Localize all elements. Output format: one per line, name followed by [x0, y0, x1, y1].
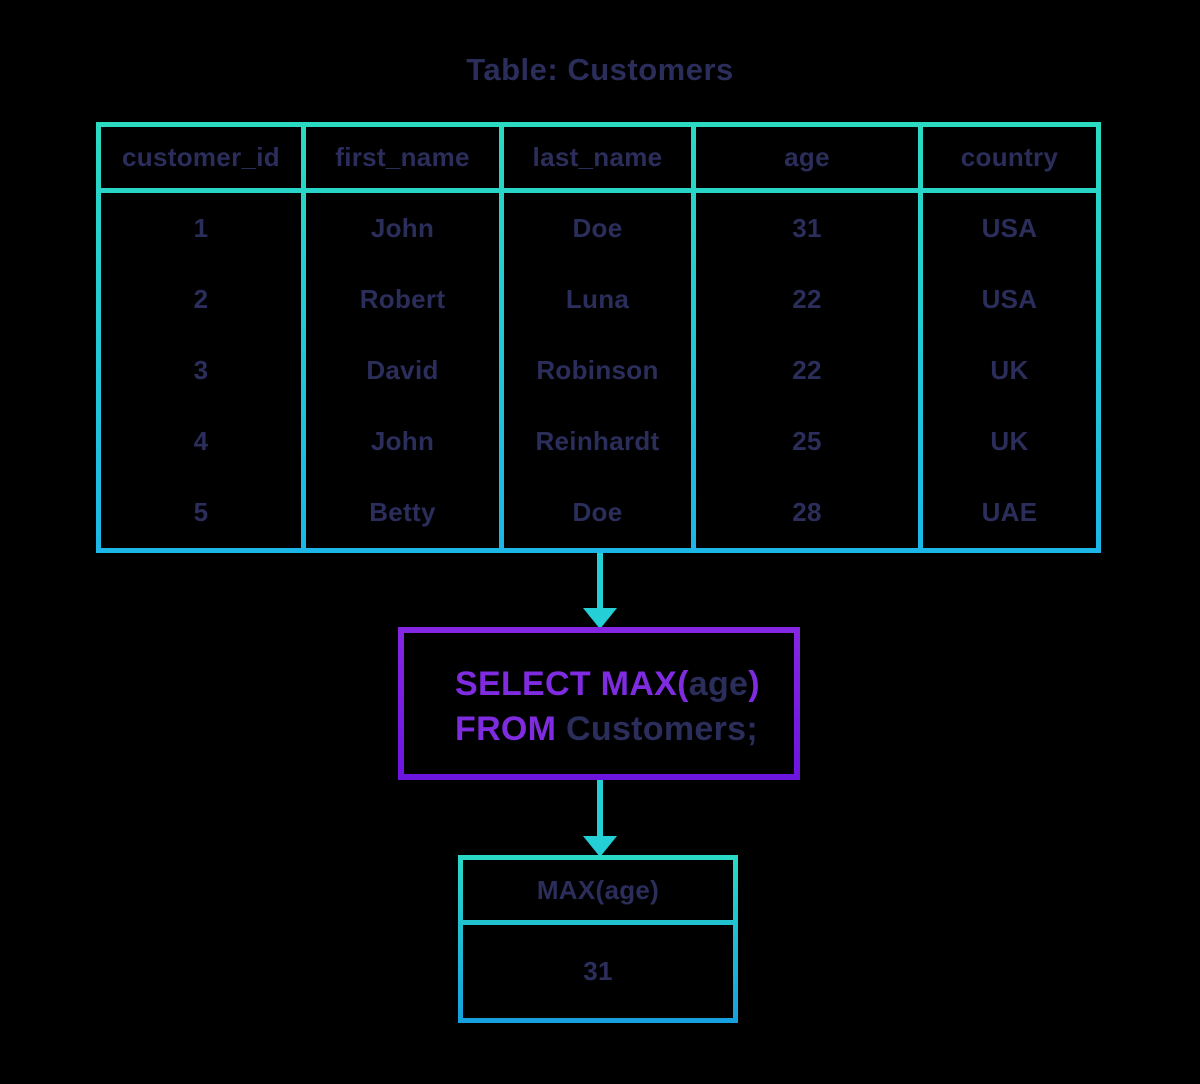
table-column-country: USA USA UK UK UAE [923, 193, 1096, 548]
table-cell: 2 [193, 284, 209, 314]
down-arrow-icon [597, 553, 603, 610]
table-cell: 4 [193, 426, 209, 456]
table-cell: 22 [792, 355, 822, 385]
table-cell: 1 [193, 213, 209, 243]
table-cell: Doe [572, 497, 623, 527]
query-line-1: SELECT MAX(age) [455, 662, 794, 707]
down-arrow-head-icon [583, 608, 617, 629]
table-cell: John [370, 213, 435, 243]
query-segment-plain: Customers; [566, 709, 758, 748]
column-header-first_name: first_name [306, 127, 499, 188]
table-cell: Luna [565, 284, 630, 314]
table-cell: Doe [572, 213, 623, 243]
table-cell: 22 [792, 284, 822, 314]
table-cell: Robinson [536, 355, 659, 385]
column-header-last_name: last_name [504, 127, 691, 188]
sql-query-text: SELECT MAX(age) FROM Customers; [404, 633, 794, 774]
table-column-age: 31 22 22 25 28 [696, 193, 918, 548]
table-cell: John [370, 426, 435, 456]
table-cell: USA [981, 213, 1038, 243]
table-cell: UK [990, 355, 1029, 385]
result-value-cell: 31 [463, 925, 733, 1018]
column-header-age: age [696, 127, 918, 188]
sql-query-box: SELECT MAX(age) FROM Customers; [398, 627, 800, 780]
table-cell: Reinhardt [535, 426, 660, 456]
table-cell: 25 [792, 426, 822, 456]
diagram-title: Table: Customers [466, 52, 734, 87]
down-arrow-icon [597, 780, 603, 838]
table-cell: Betty [369, 497, 436, 527]
query-segment-keyword: FROM [455, 709, 567, 748]
table-cell: UK [990, 426, 1029, 456]
query-segment-keyword: ) [748, 664, 760, 703]
result-header-cell: MAX(age) [463, 860, 733, 920]
column-header-country: country [923, 127, 1096, 188]
down-arrow-head-icon [583, 836, 617, 857]
table-cell: 3 [193, 355, 209, 385]
table-cell: Robert [359, 284, 446, 314]
result-table: MAX(age) 31 [458, 855, 738, 1023]
table-cell: 31 [792, 213, 822, 243]
table-cell: UAE [981, 497, 1038, 527]
table-cell: USA [981, 284, 1038, 314]
table-cell: 28 [792, 497, 822, 527]
query-line-2: FROM Customers; [455, 707, 794, 752]
table-column-customer_id: 1 2 3 4 5 [101, 193, 301, 548]
query-segment-keyword: SELECT MAX( [455, 664, 689, 703]
query-segment-plain: age [688, 664, 749, 703]
table-cell: David [366, 355, 439, 385]
table-cell: 5 [193, 497, 209, 527]
column-header-customer_id: customer_id [101, 127, 301, 188]
